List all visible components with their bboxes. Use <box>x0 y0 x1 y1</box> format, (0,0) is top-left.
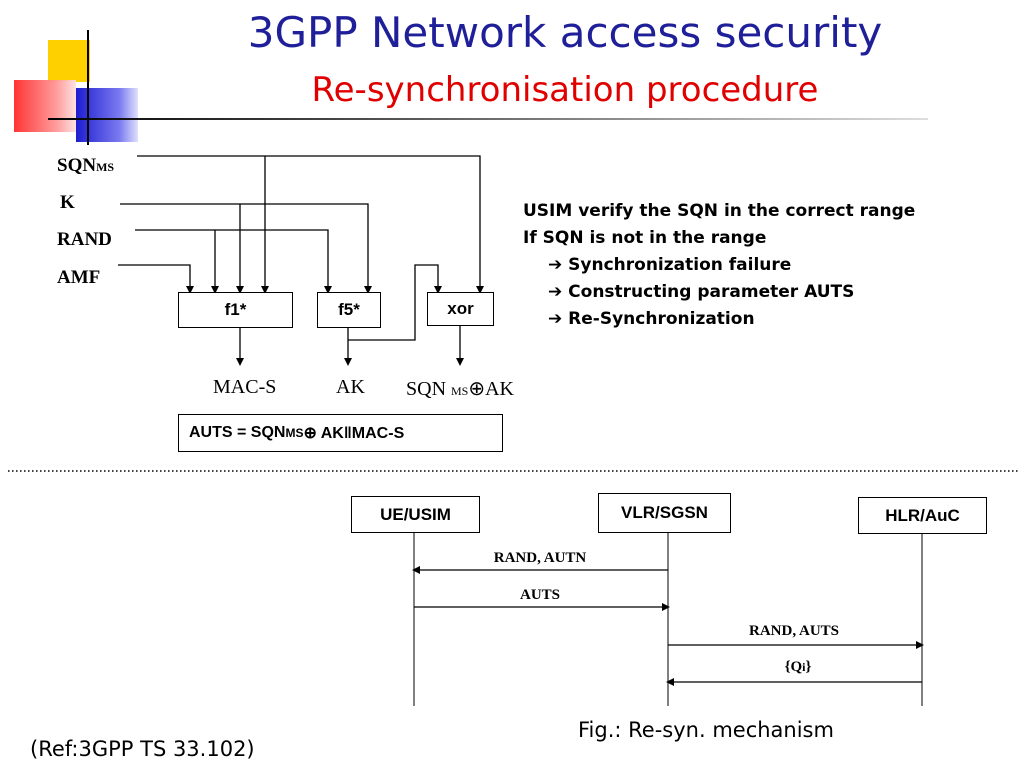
message-rand-auts: RAND, AUTS <box>748 623 839 639</box>
function-f5-star: f5* <box>317 292 381 328</box>
info-line-5: ➔ Re-Synchronization <box>548 309 755 329</box>
decor-yellow-square <box>48 40 90 82</box>
decor-horizontal-line <box>48 118 928 120</box>
message-auts: AUTS <box>519 587 560 603</box>
page-subtitle: Re-synchronisation procedure <box>311 70 819 110</box>
info-line-2: If SQN is not in the range <box>523 228 767 248</box>
info-line-3: ➔ Synchronization failure <box>548 255 792 275</box>
input-k: K <box>60 192 75 213</box>
decor-vertical-line <box>87 30 89 145</box>
input-sqn-ms: SQNMS <box>57 155 115 176</box>
reference-note: (Ref:3GPP TS 33.102) <box>30 737 255 761</box>
decor-red-square <box>14 80 76 132</box>
info-line-1: USIM verify the SQN in the correct range <box>523 201 916 221</box>
input-amf: AMF <box>57 267 101 288</box>
entity-ue-usim: UE/USIM <box>351 496 480 533</box>
function-xor: xor <box>427 292 494 326</box>
output-sqn-xor-ak: SQN MS⊕AK <box>406 378 515 400</box>
info-line-4: ➔ Constructing parameter AUTS <box>548 282 855 302</box>
entity-hlr-auc: HLR/AuC <box>858 497 987 534</box>
page-title: 3GPP Network access security <box>247 8 883 57</box>
input-rand: RAND <box>57 229 112 250</box>
message-rand-autn: RAND, AUTN <box>493 550 587 566</box>
figure-caption: Fig.: Re-syn. mechanism <box>578 718 834 742</box>
output-ak: AK <box>336 376 365 398</box>
function-f1-star: f1* <box>178 292 293 328</box>
entity-vlr-sgsn: VLR/SGSN <box>598 493 731 533</box>
decor-blue-square <box>76 88 138 142</box>
message-qi: {Qi} <box>784 659 812 675</box>
output-mac-s: MAC-S <box>213 376 277 398</box>
